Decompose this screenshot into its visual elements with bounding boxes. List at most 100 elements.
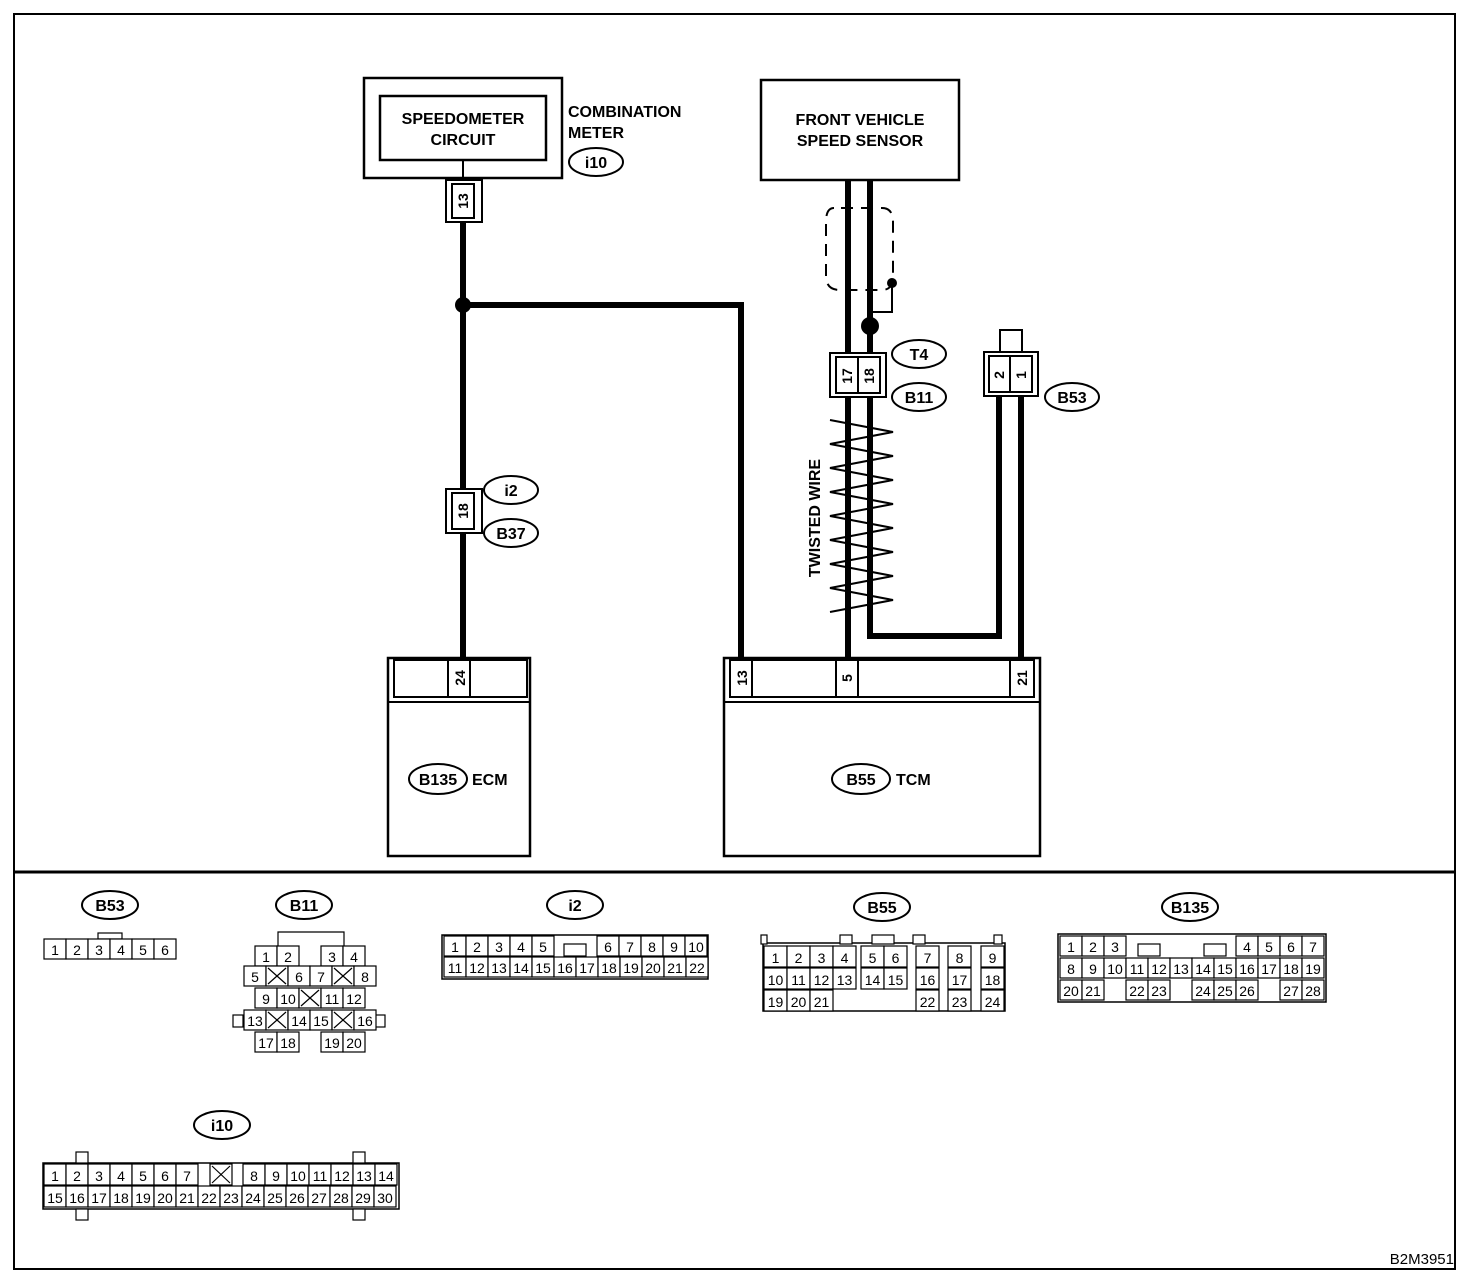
twisted-wire-right — [867, 396, 1002, 639]
svg-text:21: 21 — [1014, 670, 1030, 686]
pin-label: 17 — [1261, 961, 1277, 977]
pin-label: 25 — [1217, 983, 1233, 999]
pin-label: 4 — [117, 942, 125, 958]
pin-label: 18 — [1283, 961, 1299, 977]
pin-label: 7 — [317, 969, 325, 985]
pin-label: 13 — [356, 1168, 372, 1184]
b11-wire-connector: 17 18 — [829, 352, 887, 398]
pin-label: 28 — [1305, 983, 1321, 999]
pin-label: 22 — [920, 994, 936, 1010]
svg-text:i10: i10 — [585, 155, 607, 172]
pin-label: 29 — [355, 1190, 371, 1206]
pin-label: 15 — [888, 972, 904, 988]
combination-meter-line1: COMBINATION — [568, 104, 681, 121]
pin-label: 2 — [473, 939, 481, 955]
pin-label: 21 — [179, 1190, 195, 1206]
pin-label: 8 — [361, 969, 369, 985]
shield-drain — [870, 283, 893, 313]
pin-label: 2 — [1089, 939, 1097, 955]
pin-label: 23 — [223, 1190, 239, 1206]
pin-label: 11 — [1130, 961, 1145, 977]
b11-badge: B11 — [891, 382, 947, 412]
b53-badge: B53 — [1044, 382, 1100, 412]
i10-connector-badge: i10 — [568, 147, 624, 177]
svg-text:B53: B53 — [1057, 390, 1086, 407]
svg-text:18: 18 — [861, 368, 877, 384]
pin-label: 19 — [623, 960, 639, 976]
pin-label: 12 — [346, 991, 362, 1007]
pin-label: 12 — [334, 1168, 350, 1184]
pin-label: 4 — [517, 939, 525, 955]
pin-label: 5 — [869, 950, 877, 966]
pin-label: 15 — [535, 960, 551, 976]
pin-label: 5 — [539, 939, 547, 955]
svg-text:i2: i2 — [504, 483, 517, 500]
pin-label: 9 — [989, 950, 997, 966]
pin-label: 13 — [837, 972, 853, 988]
pin-label: 17 — [258, 1035, 274, 1051]
pin-label: 3 — [95, 942, 103, 958]
pin-label: 26 — [1239, 983, 1255, 999]
pin-label: 24 — [985, 994, 1001, 1010]
pin-label: 1 — [772, 950, 780, 966]
speedometer-line1: SPEEDOMETER — [402, 111, 525, 128]
pin-label: 10 — [290, 1168, 306, 1184]
pin-label: 17 — [579, 960, 595, 976]
twisted-wire-zigzag — [829, 419, 894, 613]
pin-label: 23 — [1151, 983, 1167, 999]
pin-label: 11 — [325, 991, 340, 1007]
pin-label: 16 — [357, 1013, 373, 1029]
i2-b37-connector: 18 — [445, 488, 483, 534]
pin-label: 6 — [161, 1168, 169, 1184]
svg-text:24: 24 — [452, 670, 468, 686]
pin-label: 2 — [73, 942, 81, 958]
svg-text:1: 1 — [1013, 371, 1029, 379]
pin-label: 6 — [295, 969, 303, 985]
ecm-label: ECM — [472, 772, 508, 789]
pin-label: 8 — [648, 939, 656, 955]
tcm-label: TCM — [896, 772, 931, 789]
pin-label: 2 — [73, 1168, 81, 1184]
i10-view-label: i10 — [211, 1118, 233, 1135]
pin-label: 4 — [117, 1168, 125, 1184]
pin-label: 18 — [280, 1035, 296, 1051]
pin-label: 11 — [791, 972, 806, 988]
pin-label: 14 — [378, 1168, 394, 1184]
pin-label: 20 — [346, 1035, 362, 1051]
shield-ground-splice — [861, 317, 879, 335]
svg-text:B37: B37 — [496, 526, 525, 543]
pin-label: 17 — [91, 1190, 107, 1206]
pin-label: 16 — [557, 960, 573, 976]
svg-text:FRONT VEHICLE: FRONT VEHICLE — [796, 112, 925, 129]
pin-label: 9 — [272, 1168, 280, 1184]
pin-label: 14 — [1195, 961, 1211, 977]
svg-text:SPEED SENSOR: SPEED SENSOR — [797, 133, 924, 150]
pin-label: 18 — [985, 972, 1001, 988]
b11-view-label: B11 — [290, 898, 319, 915]
speedometer-line2: CIRCUIT — [431, 132, 496, 149]
pin-label: 24 — [245, 1190, 261, 1206]
pin-label: 11 — [448, 960, 463, 976]
pin-label: 12 — [814, 972, 830, 988]
pin-label: 19 — [1305, 961, 1321, 977]
pin-label: 21 — [667, 960, 683, 976]
pin-label: 28 — [333, 1190, 349, 1206]
svg-text:5: 5 — [839, 674, 855, 682]
b53-wire-connector: 2 1 — [983, 329, 1039, 397]
ecm-box: 24 B135 ECM — [386, 656, 532, 858]
pin-label: 30 — [377, 1190, 393, 1206]
pin-label: 3 — [818, 950, 826, 966]
pin-label: 24 — [1195, 983, 1211, 999]
pin-label: 12 — [1151, 961, 1167, 977]
pin-label: 14 — [865, 972, 881, 988]
pin-label: 20 — [791, 994, 807, 1010]
pin-label: 18 — [601, 960, 617, 976]
pin-label: 1 — [262, 949, 270, 965]
svg-text:17: 17 — [839, 368, 855, 384]
combination-meter: SPEEDOMETER CIRCUIT — [362, 76, 564, 180]
pin-label: 3 — [328, 949, 336, 965]
